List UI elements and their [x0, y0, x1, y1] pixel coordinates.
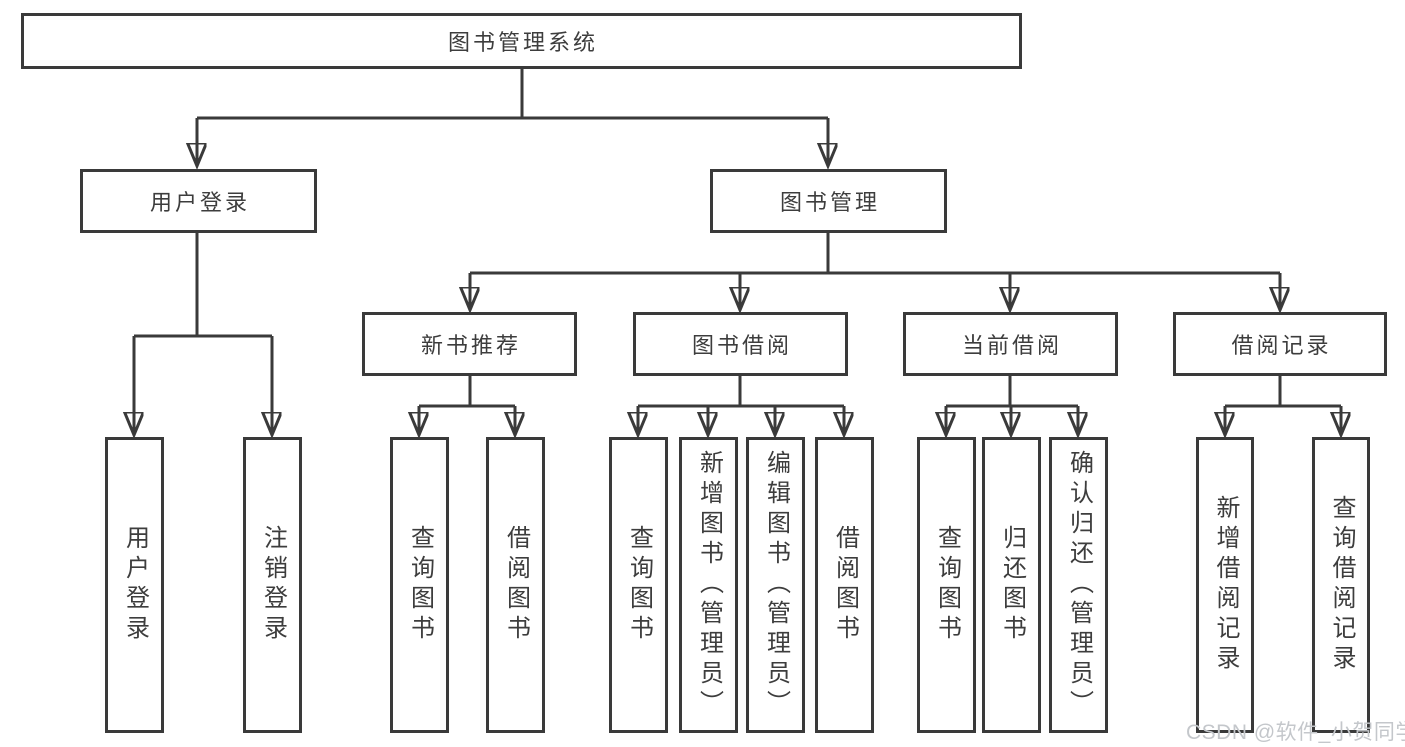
leaf-add-borrow-record: 新增借阅记录 — [1196, 437, 1254, 733]
node-label: 编辑图书（管理员） — [762, 450, 790, 720]
leaf-return-books: 归还图书 — [982, 437, 1041, 733]
node-new-book-recommend: 新书推荐 — [362, 312, 577, 376]
leaf-query-borrow-record: 查询借阅记录 — [1312, 437, 1370, 733]
node-label: 图书管理 — [779, 190, 880, 215]
leaf-query-books-borrow: 查询图书 — [609, 437, 668, 733]
leaf-borrow-books-borrow: 借阅图书 — [815, 437, 874, 733]
leaf-user-login: 用户登录 — [105, 437, 164, 733]
node-label: 借阅记录 — [1231, 333, 1332, 358]
leaf-edit-books-admin: 编辑图书（管理员） — [746, 437, 805, 733]
node-user-login: 用户登录 — [80, 169, 317, 233]
node-label: 新书推荐 — [420, 333, 521, 358]
leaf-logout-login: 注销登录 — [243, 437, 302, 733]
node-label: 新增借阅记录 — [1212, 495, 1239, 675]
node-label: 注销登录 — [259, 525, 287, 645]
node-label: 确认归还（管理员） — [1065, 450, 1093, 720]
node-label: 新增图书（管理员） — [695, 450, 723, 720]
node-label: 借阅图书 — [831, 525, 859, 645]
node-label: 查询图书 — [625, 525, 653, 645]
node-label: 图书借阅 — [691, 333, 792, 358]
leaf-query-books-current: 查询图书 — [917, 437, 976, 733]
node-label: 查询图书 — [406, 525, 434, 645]
node-label: 查询借阅记录 — [1328, 495, 1355, 675]
node-label: 归还图书 — [998, 525, 1026, 645]
node-label: 查询图书 — [933, 525, 961, 645]
node-label: 用户登录 — [149, 190, 250, 215]
leaf-confirm-return-admin: 确认归还（管理员） — [1049, 437, 1108, 733]
node-book-borrow: 图书借阅 — [633, 312, 848, 376]
node-label: 借阅图书 — [502, 525, 530, 645]
node-label: 当前借阅 — [961, 333, 1062, 358]
node-book-management: 图书管理 — [710, 169, 947, 233]
node-borrow-records: 借阅记录 — [1173, 312, 1387, 376]
node-label: 用户登录 — [121, 525, 149, 645]
node-current-borrow: 当前借阅 — [903, 312, 1118, 376]
node-label: 图书管理系统 — [447, 30, 598, 55]
watermark: CSDN @软件_小贺同学 — [1186, 721, 1405, 744]
leaf-borrow-books-recommend: 借阅图书 — [486, 437, 545, 733]
leaf-query-books-recommend: 查询图书 — [390, 437, 449, 733]
leaf-add-books-admin: 新增图书（管理员） — [679, 437, 738, 733]
node-root-library-system: 图书管理系统 — [21, 13, 1022, 69]
